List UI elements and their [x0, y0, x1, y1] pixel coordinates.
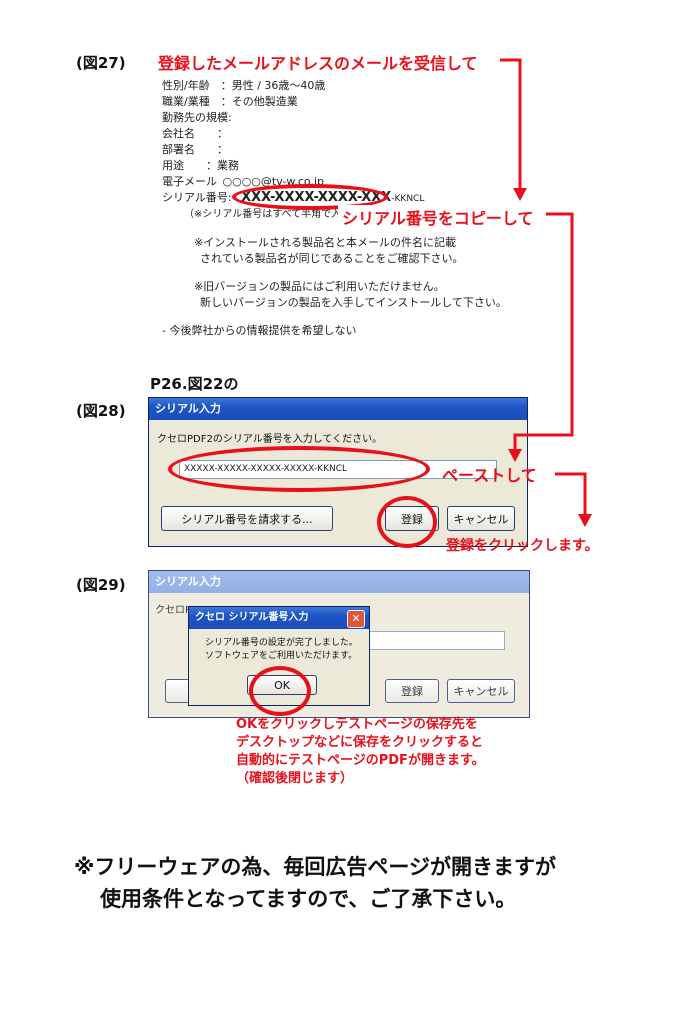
ok-button-ellipse	[249, 666, 311, 716]
arrowhead-3	[578, 514, 592, 527]
register-button-ellipse	[377, 496, 437, 548]
email-install-note-2: されている製品名が同じであることをご確認下さい。	[200, 252, 464, 265]
email-usage: 用途 ：業務	[162, 159, 239, 172]
email-address-label: 電子メール	[162, 175, 217, 188]
register-button-background[interactable]: 登録	[385, 679, 439, 703]
email-old-version-1: ※旧バージョンの製品にはご利用いただけません。	[194, 280, 445, 293]
p26-reference: P26.図22の	[150, 375, 239, 393]
note-receive-mail: 登録したメールアドレスのメールを受信して	[158, 54, 478, 73]
email-body: 性別/年齢 ：男性 / 36歳〜40歳 職業/業種 ：その他製造業 勤務先の規模…	[162, 78, 507, 339]
serial-prompt: クセロPDF2のシリアル番号を入力してください。	[157, 434, 383, 445]
note-copy-serial: シリアル番号をコピーして	[338, 205, 538, 229]
email-company-name: 会社名 ：	[162, 127, 228, 140]
figure-29-label: (図29)	[76, 576, 126, 594]
popup-message: シリアル番号の設定が完了しました。 ソフトウェアをご利用いただけます。	[205, 637, 358, 663]
popup-message-line-1: シリアル番号の設定が完了しました。	[205, 638, 358, 648]
note-paste: ペーストして	[442, 466, 537, 485]
freeware-notice-line-1: ※フリーウェアの為、毎回広告ページが開きますが	[74, 855, 556, 879]
email-department: 部署名 ：	[162, 143, 228, 156]
email-gender-age: 性別/年齢 ：男性 / 36歳〜40歳	[162, 79, 326, 92]
arrowhead-1	[513, 188, 527, 201]
freeware-notice-line-2: 使用条件となってますので、ご了承下さい。	[100, 887, 517, 911]
arrow-receive-to-serial	[500, 58, 522, 190]
arrow-copy-to-field	[513, 212, 574, 452]
note-ok-line-3: 自動的にテストページのPDFが開きます。	[236, 753, 485, 768]
note-ok-line-1: OKをクリックしテストページの保存先を	[236, 717, 478, 732]
dialog-titlebar: シリアル入力	[149, 398, 527, 420]
popup-titlebar: クセロ シリアル番号入力	[189, 607, 369, 629]
arrow-paste-to-register	[555, 472, 587, 516]
cancel-button[interactable]: キャンセル	[447, 506, 515, 531]
email-old-version-2: 新しいバージョンの製品を入手してインストールして下さい。	[200, 296, 507, 309]
email-company-size: 勤務先の規模:	[162, 111, 232, 124]
arrowhead-2	[508, 449, 522, 462]
serial-prompt-partial: クセロP	[155, 605, 192, 616]
close-icon[interactable]: ✕	[347, 610, 365, 628]
figure-28-label: (図28)	[76, 402, 126, 420]
serial-highlight-ellipse	[232, 184, 388, 210]
cancel-button-background[interactable]: キャンセル	[447, 679, 515, 703]
note-ok: OKをクリックしテストページの保存先を デスクトップなどに保存をクリックすると …	[236, 716, 485, 788]
serial-field-ellipse	[168, 446, 430, 492]
email-serial-label: シリアル番号:	[162, 191, 232, 204]
email-occupation: 職業/業種 ：その他製造業	[162, 95, 298, 108]
note-click-register: 登録をクリックします。	[446, 538, 599, 554]
request-serial-button[interactable]: シリアル番号を請求する...	[161, 506, 333, 531]
note-ok-line-4: （確認後閉じます）	[236, 771, 354, 786]
note-ok-line-2: デスクトップなどに保存をクリックすると	[236, 735, 484, 750]
email-serial-suffix: -KKNCL	[391, 194, 425, 204]
email-install-note-1: ※インストールされる製品名と本メールの件名に記載	[194, 236, 456, 249]
popup-message-line-2: ソフトウェアをご利用いただけます。	[205, 651, 358, 661]
email-opt-out: - 今後弊社からの情報提供を希望しない	[162, 324, 357, 337]
dialog-titlebar-inactive: シリアル入力	[149, 571, 529, 593]
figure-27-label: (図27)	[76, 54, 126, 72]
email-serial-note: （※シリアル番号はすべて半角で入力して下さい）	[184, 209, 411, 220]
